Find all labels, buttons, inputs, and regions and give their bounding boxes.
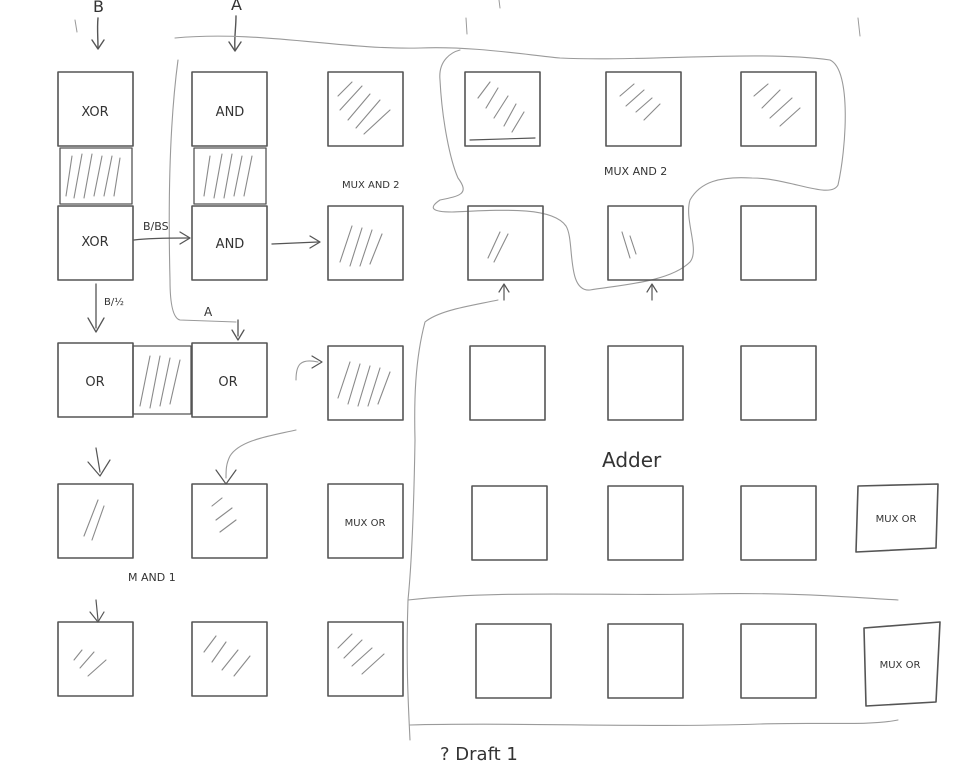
input-b-label: B bbox=[93, 0, 104, 16]
connector-strip-r3 bbox=[132, 345, 192, 415]
cell-r5c6 bbox=[740, 623, 817, 699]
cell-r2c1-label: XOR bbox=[81, 235, 108, 250]
edge-xor-to-or: B/½ bbox=[87, 283, 124, 333]
paper-marks bbox=[74, 0, 861, 37]
cell-r2c5 bbox=[607, 205, 684, 281]
cell-r4c7-label: MUX OR bbox=[876, 514, 917, 525]
cell-r4c1 bbox=[57, 483, 134, 559]
cell-r1c5 bbox=[605, 71, 682, 147]
adder-label: Adder bbox=[602, 448, 662, 472]
cell-r4c6 bbox=[740, 485, 817, 561]
cell-r1c2-label: AND bbox=[216, 105, 245, 120]
connector-strip-c1 bbox=[59, 147, 133, 205]
input-a-marker: A bbox=[228, 0, 242, 52]
adder-input-arrows bbox=[498, 283, 658, 301]
mux-and-lower-label: M AND 1 bbox=[128, 571, 176, 584]
cell-r4c3: MUX OR bbox=[327, 483, 404, 559]
cell-r3c2: OR bbox=[191, 342, 268, 418]
and-column-wire bbox=[168, 59, 237, 323]
cell-r3c1-label: OR bbox=[85, 375, 104, 390]
cell-r2c1: XOR bbox=[57, 205, 134, 281]
edge-b-half-label: B/½ bbox=[104, 296, 124, 308]
cell-r3c6 bbox=[740, 345, 817, 421]
cell-r4c5 bbox=[607, 485, 684, 561]
cell-r4c2 bbox=[191, 483, 268, 559]
edge-b-bs-label: B/BS bbox=[143, 220, 169, 233]
cell-r4c4 bbox=[471, 485, 548, 561]
edge-to-r5c1 bbox=[89, 599, 105, 623]
cell-r1c1-label: XOR bbox=[81, 105, 108, 120]
cell-r2c3 bbox=[327, 205, 404, 281]
mux-and-top-label: MUX AND 2 bbox=[604, 165, 667, 178]
cell-r5c2 bbox=[191, 621, 268, 697]
edge-to-r3c3 bbox=[295, 355, 323, 381]
cell-r5c4 bbox=[475, 623, 552, 699]
cell-r5c1 bbox=[57, 621, 134, 697]
cell-r3c2-label: OR bbox=[218, 375, 237, 390]
edge-or-to-r4c1 bbox=[87, 447, 111, 477]
cell-r4c3-label: MUX OR bbox=[345, 518, 386, 529]
cell-r1c3 bbox=[327, 71, 404, 147]
input-b-marker: B bbox=[91, 0, 105, 50]
cell-r1c1: XOR bbox=[57, 71, 134, 147]
input-a-label: A bbox=[231, 0, 242, 14]
edge-a-to-or: A bbox=[204, 305, 245, 341]
edge-xor-to-and: B/BS bbox=[133, 220, 191, 245]
cell-r2c6 bbox=[740, 205, 817, 281]
a-feed-label: A bbox=[204, 305, 213, 319]
cell-r3c1: OR bbox=[57, 342, 134, 418]
cell-r1c6 bbox=[740, 71, 817, 147]
edge-or-to-r4c2 bbox=[215, 429, 297, 485]
connector-strip-c2 bbox=[193, 147, 267, 205]
draft-note: ? Draft 1 bbox=[440, 744, 518, 765]
cell-r5c7: MUX OR bbox=[863, 621, 941, 707]
cell-r2c2-label: AND bbox=[216, 237, 245, 252]
cell-r3c4 bbox=[469, 345, 546, 421]
cell-r2c2: AND bbox=[191, 205, 268, 281]
cell-r3c3 bbox=[327, 345, 404, 421]
cell-r5c3 bbox=[327, 621, 404, 697]
cell-r1c4 bbox=[464, 71, 541, 147]
edge-and-to-mux: MUX AND 2 bbox=[271, 180, 400, 249]
cell-r4c7: MUX OR bbox=[855, 483, 939, 553]
cell-r2c4 bbox=[467, 205, 544, 281]
cell-r3c5 bbox=[607, 345, 684, 421]
cell-r5c7-label: MUX OR bbox=[880, 660, 921, 671]
region-outline bbox=[174, 35, 899, 741]
cell-r1c2: AND bbox=[191, 71, 268, 147]
cell-r5c5 bbox=[607, 623, 684, 699]
mux-and-upper-label: MUX AND 2 bbox=[342, 180, 400, 191]
